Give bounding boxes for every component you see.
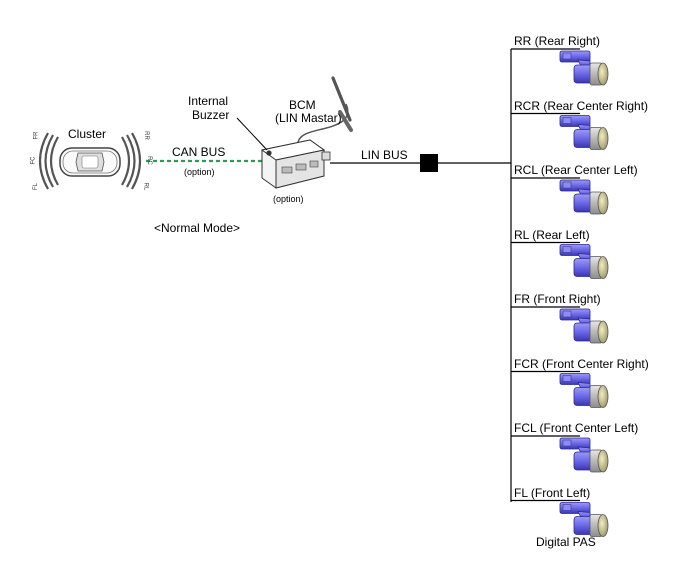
sensor-label: RL (Rear Left) [514, 227, 590, 242]
sensor-label: FL (Front Left) [514, 485, 591, 500]
zone-label-rr: RR [142, 131, 149, 140]
ultrasonic-sensor-icon [559, 373, 609, 408]
car-icon [59, 147, 121, 177]
sensor-label: RCL (Rear Center Left) [514, 163, 638, 177]
sensor-label: FCL (Front Center Left) [514, 421, 639, 435]
bcm-label: BCM [289, 98, 316, 112]
zone-label-fr: FR [33, 131, 40, 140]
bcm-option: (option) [273, 194, 304, 204]
sensor-label: FR (Front Right) [514, 292, 601, 306]
mode-label: <Normal Mode> [154, 221, 241, 235]
bcm-sub-label: (LIN Mastar) [275, 111, 342, 125]
ultrasonic-sensor-icon [559, 308, 609, 344]
ultrasonic-sensor-icon [559, 50, 609, 86]
zone-label-fl: FL [33, 182, 40, 191]
ultrasonic-sensor-icon [559, 115, 609, 150]
can-bus-option: (option) [184, 167, 215, 177]
lin-bus-label: LIN BUS [361, 148, 408, 162]
sensor-label: FCR (Front Center Right) [514, 356, 649, 371]
zone-label-rl: RL [142, 182, 149, 191]
sensor-row [511, 112, 609, 150]
sensor-row [511, 370, 609, 408]
buzzer-icon [266, 150, 272, 156]
buzzer-label-line2: Buzzer [192, 108, 230, 122]
sensor-row [511, 306, 609, 344]
sensor-row [511, 48, 609, 86]
sensor-label: RR (Rear Right) [514, 34, 601, 48]
sensor-row [511, 177, 609, 215]
sensor-row [511, 435, 609, 473]
front-zone-arcs [38, 132, 59, 190]
sensor-row [511, 499, 609, 537]
cluster-label: Cluster [68, 127, 107, 141]
ultrasonic-sensor-icon [559, 502, 609, 537]
rear-zone-arcs [121, 132, 142, 190]
cluster-display [38, 132, 142, 190]
sensor-row [511, 241, 609, 279]
buzzer-pointer [236, 117, 268, 151]
footer-label: Digital PAS [536, 535, 596, 549]
bcm-unit [236, 76, 353, 189]
ultrasonic-sensor-icon [559, 437, 609, 473]
zone-label-fc: FC [30, 156, 37, 165]
lin-bus-junction [420, 154, 438, 172]
zone-label-rc: RC [145, 156, 152, 165]
ultrasonic-sensor-icon [559, 179, 609, 215]
can-bus-label: CAN BUS [172, 145, 226, 159]
sensor-label: RCR (Rear Center Right) [514, 98, 649, 113]
buzzer-label-line1: Internal [188, 94, 229, 108]
sensor-branches [511, 48, 609, 537]
ultrasonic-sensor-icon [559, 244, 609, 279]
